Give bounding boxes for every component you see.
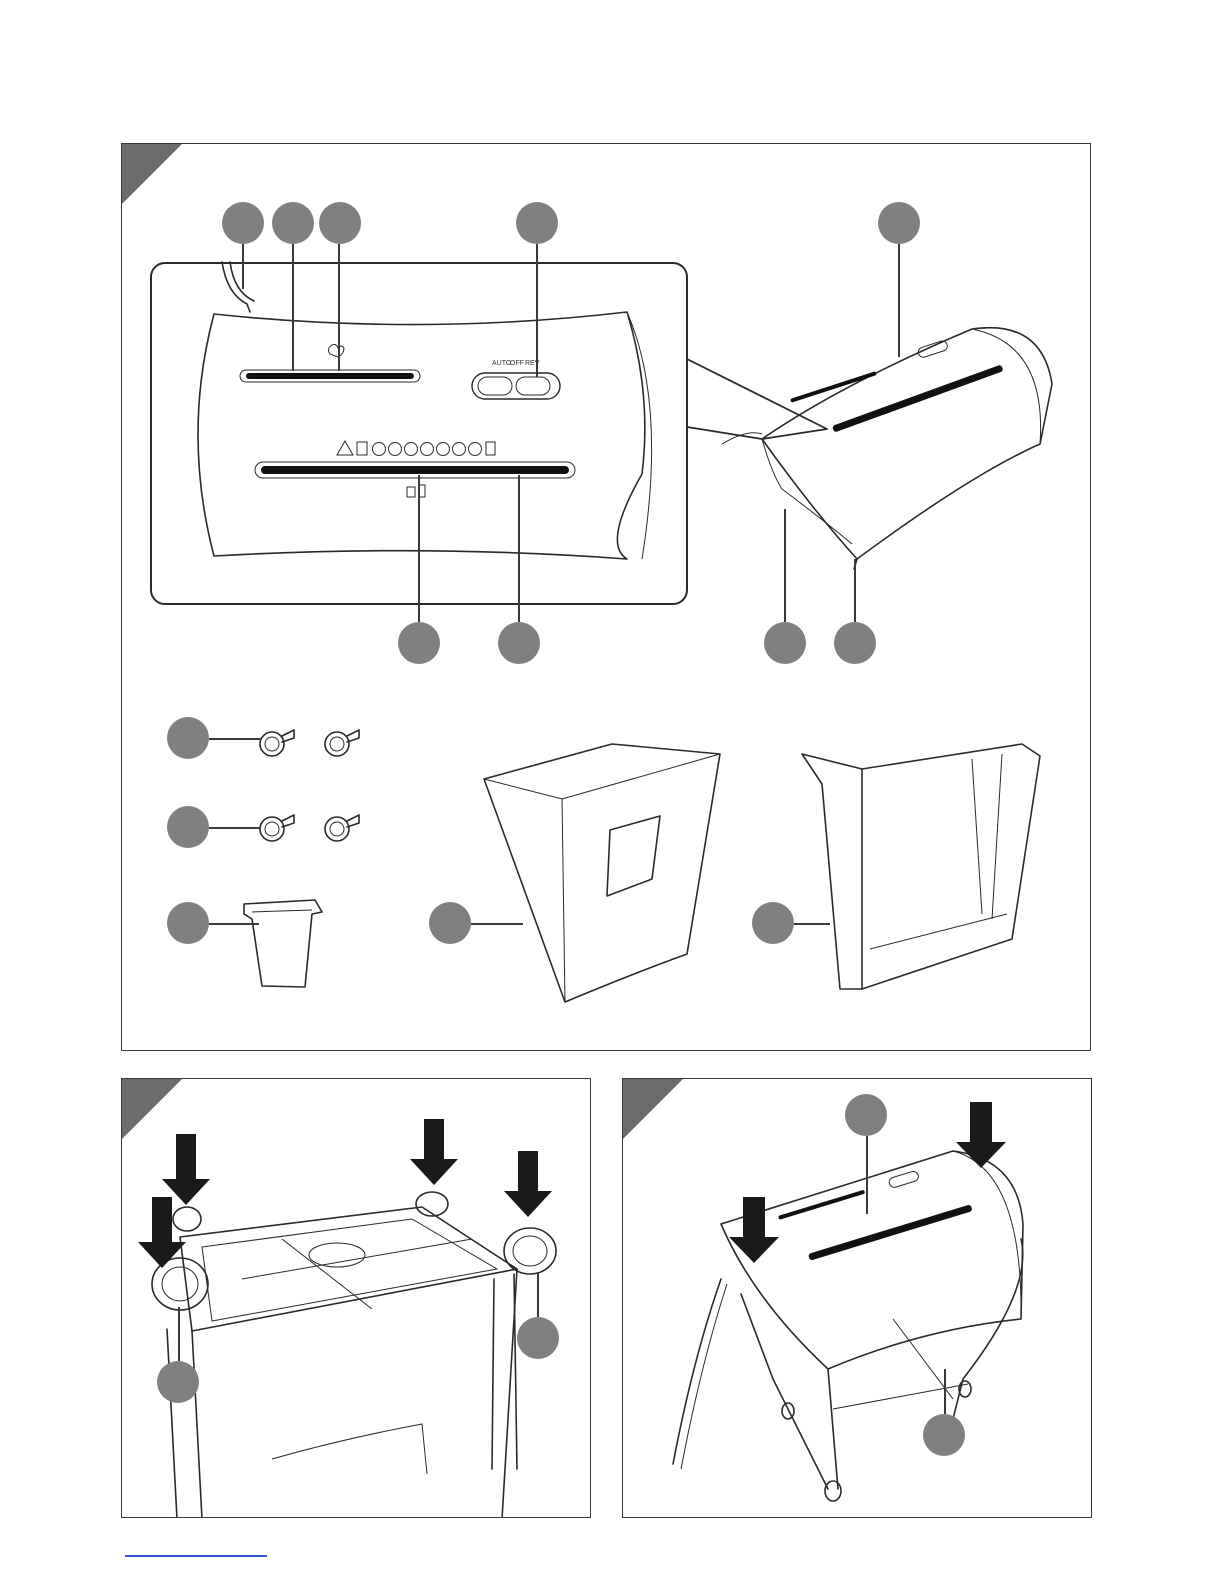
callout-caster (167, 806, 209, 848)
arrow-down-icon (162, 1134, 210, 1205)
no-tie-icon (421, 443, 434, 456)
callout-head-foot (834, 622, 876, 664)
arrow-down-icon (729, 1197, 779, 1263)
switch-label-auto: AUTO (492, 360, 512, 367)
callout-wastebasket (429, 902, 471, 944)
callout-shredder-head (878, 202, 920, 244)
figure-3-drawing (623, 1079, 1092, 1518)
no-jewelry-icon (437, 443, 450, 456)
manual-icon (357, 442, 367, 455)
switch-label-rev: REV (525, 360, 540, 367)
callout-frame (752, 902, 794, 944)
no-hair-icon (405, 443, 418, 456)
callout-caster-brake (517, 1317, 559, 1359)
callout-frame (923, 1414, 965, 1456)
arrow-down-icon (410, 1119, 458, 1185)
figure-2-drawing (122, 1079, 591, 1518)
no-pets-icon (389, 443, 402, 456)
figure-3-panel (622, 1078, 1092, 1518)
warning-icon-row (337, 441, 495, 456)
callout-handle-recess (764, 622, 806, 664)
callout-credit-card-symbol (398, 622, 440, 664)
no-children-icon (373, 443, 386, 456)
figure-1-drawing: AUTO OFF REV (122, 144, 1091, 1051)
no-liquid-icon (469, 443, 482, 456)
callout-credit-card-slot (272, 202, 314, 244)
caster-group (260, 815, 359, 841)
hand-icon (328, 344, 344, 357)
caster-with-brake-group (260, 730, 359, 756)
no-aerosol-icon (453, 443, 466, 456)
callout-safety-indicator (319, 202, 361, 244)
callout-shredder-head (845, 1094, 887, 1136)
callout-switch (516, 202, 558, 244)
footer-rule (125, 1555, 267, 1557)
sheet-capacity-icon (486, 442, 495, 455)
callout-power-cord (222, 202, 264, 244)
figure-1-panel: AUTO OFF REV (121, 143, 1091, 1051)
arrow-down-icon (956, 1102, 1006, 1168)
credit-card-icon (407, 487, 415, 497)
callout-caster (157, 1361, 199, 1403)
callout-tray (167, 902, 209, 944)
paper-icon (419, 485, 425, 497)
callout-caster-brake (167, 717, 209, 759)
switch-label-off: OFF (510, 360, 524, 367)
warning-icon (337, 441, 353, 455)
arrow-down-icon (504, 1151, 552, 1217)
callout-paper-slot (498, 622, 540, 664)
figure-2-panel (121, 1078, 591, 1518)
